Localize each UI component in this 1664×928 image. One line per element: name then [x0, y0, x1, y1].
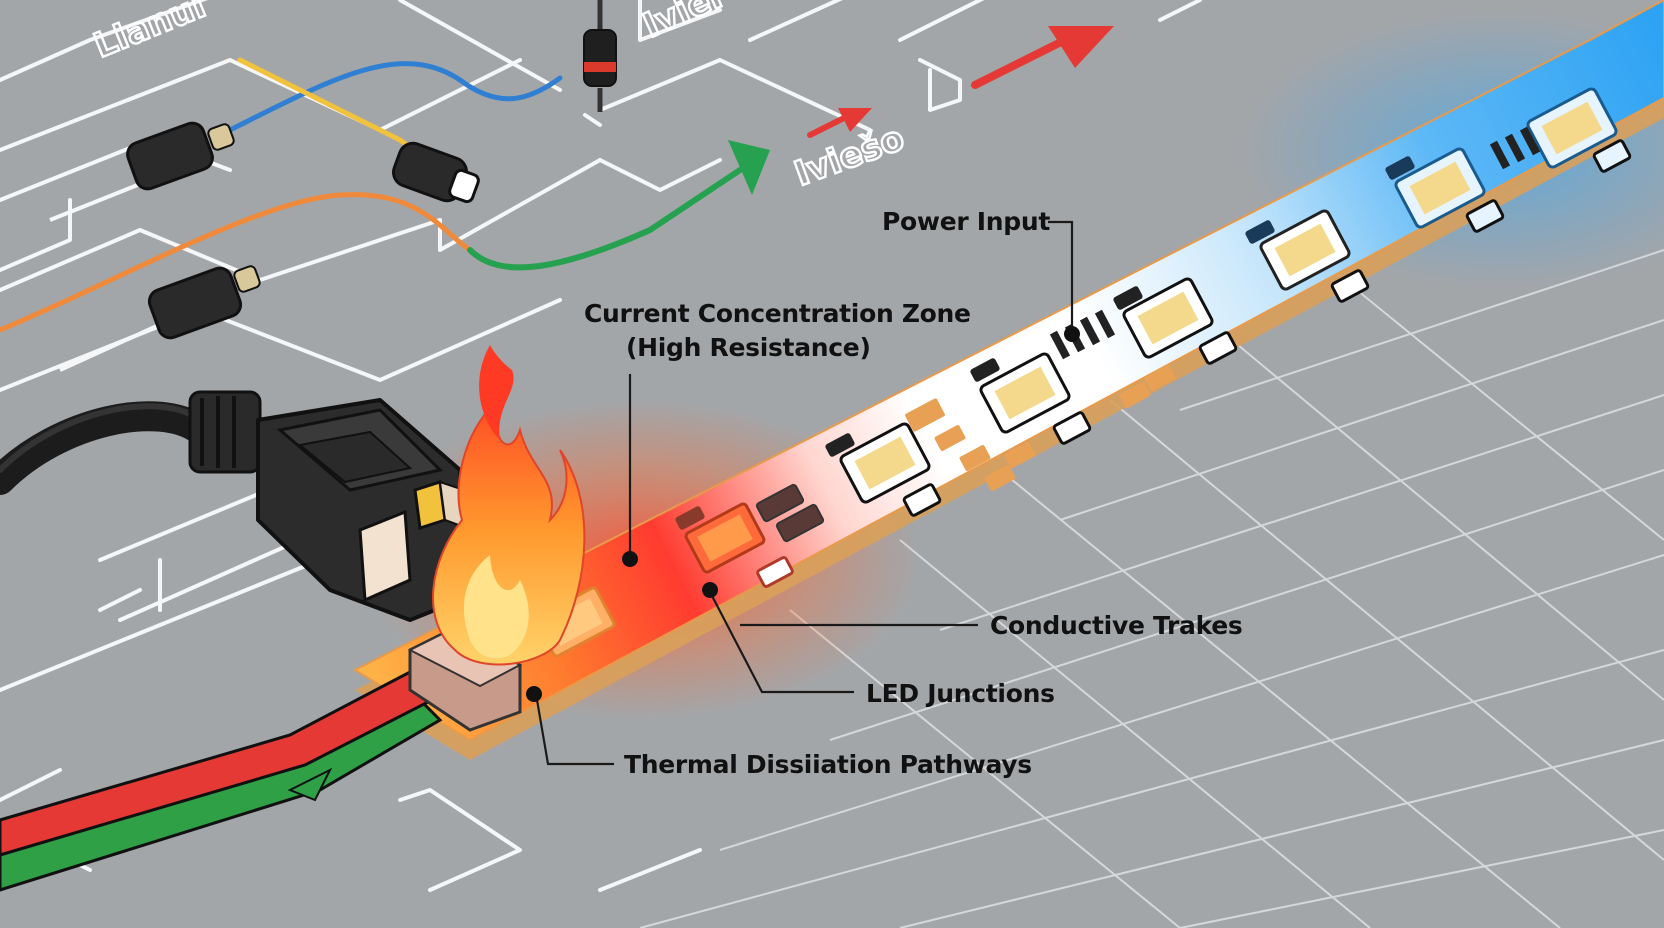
plug-icon [0, 390, 474, 622]
label-high-resistance: (High Resistance) [626, 333, 871, 362]
led-chips [534, 87, 1618, 658]
copper-pads [905, 365, 1176, 491]
capacitor-icon-2 [59, 265, 261, 372]
callout-leaders [534, 220, 1074, 766]
concentration-dot [622, 551, 638, 567]
led-junction-dot [702, 582, 718, 598]
label-led-junctions: LED Junctions [866, 679, 1055, 708]
diode-icon [583, 0, 617, 112]
resistor-pads [675, 139, 1632, 588]
label-concentration-zone: Current Concentration Zone [584, 299, 971, 328]
floor-grid [639, 249, 1664, 928]
red-arrow-icon-large [971, 26, 1114, 89]
thermal-dot [526, 686, 542, 702]
blue-wire [227, 61, 563, 133]
flame-icon [432, 345, 586, 666]
callout-dots [526, 326, 1080, 702]
label-conductive-traces: Conductive Trakes [990, 611, 1243, 640]
capacitor-icon [49, 121, 235, 222]
label-thermal-pathways: Thermal Dissiiation Pathways [624, 750, 1032, 779]
orange-wire [0, 192, 473, 333]
resistor-icon [392, 141, 480, 204]
red-arrow-icon-small [807, 108, 872, 138]
power-input-dot [1064, 326, 1080, 342]
green-wire [467, 167, 743, 271]
green-arrow-icon [728, 140, 770, 195]
label-power-input: Power Input [882, 207, 1050, 236]
